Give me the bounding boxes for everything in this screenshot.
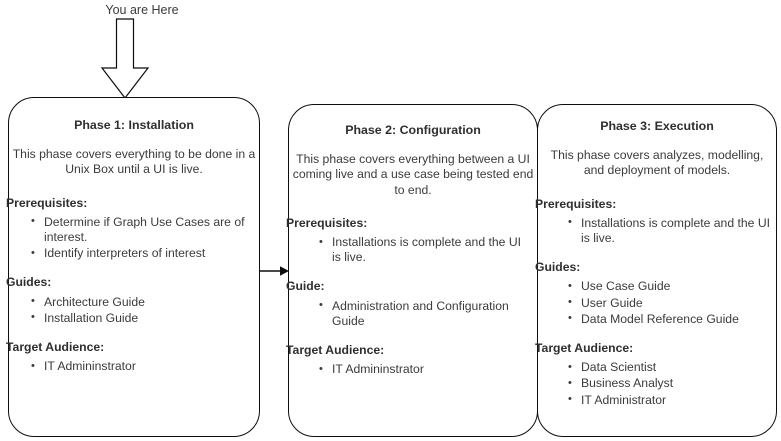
list-item: IT Administrator — [568, 392, 771, 408]
phase-content: Phase 3: Execution This phase covers ana… — [533, 119, 781, 422]
you-are-here-label: You are Here — [105, 3, 179, 17]
guides-list: Administration and Configuration Guide — [284, 298, 542, 329]
list-item: Identify interpreters of interest — [31, 246, 254, 261]
guides-list: Architecture Guide Installation Guide — [4, 294, 264, 326]
prerequisites-list: Determine if Graph Use Cases are of inte… — [4, 214, 264, 262]
guides-list: Use Case Guide User Guide Data Model Ref… — [533, 279, 781, 327]
target-audience-heading: Target Audience: — [286, 343, 385, 358]
phase-description: This phase covers analyzes, modelling, a… — [550, 148, 764, 178]
guides-heading: Guides: — [6, 275, 52, 290]
list-item: Use Case Guide — [568, 279, 771, 294]
target-audience-list: IT Admininstrator — [4, 359, 264, 374]
list-item: IT Admininstrator — [31, 359, 254, 374]
phase-title: Phase 1: Installation — [74, 118, 194, 132]
guides-heading: Guide: — [286, 279, 325, 294]
phase-title: Phase 3: Execution — [600, 119, 714, 133]
phase-content: Phase 2: Configuration This phase covers… — [284, 123, 542, 391]
list-item: Data Scientist — [568, 360, 771, 375]
list-item: User Guide — [568, 295, 771, 311]
phase-description: This phase covers everything between a U… — [292, 152, 534, 197]
phase-box-configuration: Phase 2: Configuration This phase covers… — [286, 104, 538, 437]
list-item: Architecture Guide — [31, 294, 254, 310]
prerequisites-list: Installations is complete and the UI is … — [284, 235, 542, 265]
phase-box-installation: Phase 1: Installation This phase covers … — [6, 97, 260, 437]
down-arrow-icon — [100, 18, 150, 99]
list-item: Determine if Graph Use Cases are of inte… — [31, 214, 254, 245]
guides-heading: Guides: — [535, 260, 581, 275]
prerequisites-heading: Prerequisites: — [535, 196, 617, 211]
target-audience-heading: Target Audience: — [535, 341, 634, 356]
list-item: IT Admininstrator — [319, 362, 528, 377]
phase-content: Phase 1: Installation This phase covers … — [4, 118, 264, 388]
list-item: Administration and Configuration Guide — [319, 298, 528, 329]
list-item: Business Analyst — [568, 376, 771, 391]
phase-box-execution: Phase 3: Execution This phase covers ana… — [535, 104, 777, 437]
target-audience-list: IT Admininstrator — [284, 362, 542, 377]
prerequisites-list: Installations is complete and the UI is … — [533, 215, 781, 246]
target-audience-list: Data Scientist Business Analyst IT Admin… — [533, 360, 781, 408]
phase-description: This phase covers everything to be done … — [12, 147, 256, 177]
target-audience-heading: Target Audience: — [6, 340, 105, 355]
list-item: Installations is complete and the UI is … — [319, 235, 528, 265]
list-item: Data Model Reference Guide — [568, 311, 771, 327]
prerequisites-heading: Prerequisites: — [6, 195, 88, 210]
list-item: Installation Guide — [31, 310, 254, 326]
phase-title: Phase 2: Configuration — [345, 123, 481, 137]
list-item: Installations is complete and the UI is … — [568, 215, 771, 246]
prerequisites-heading: Prerequisites: — [286, 215, 368, 230]
